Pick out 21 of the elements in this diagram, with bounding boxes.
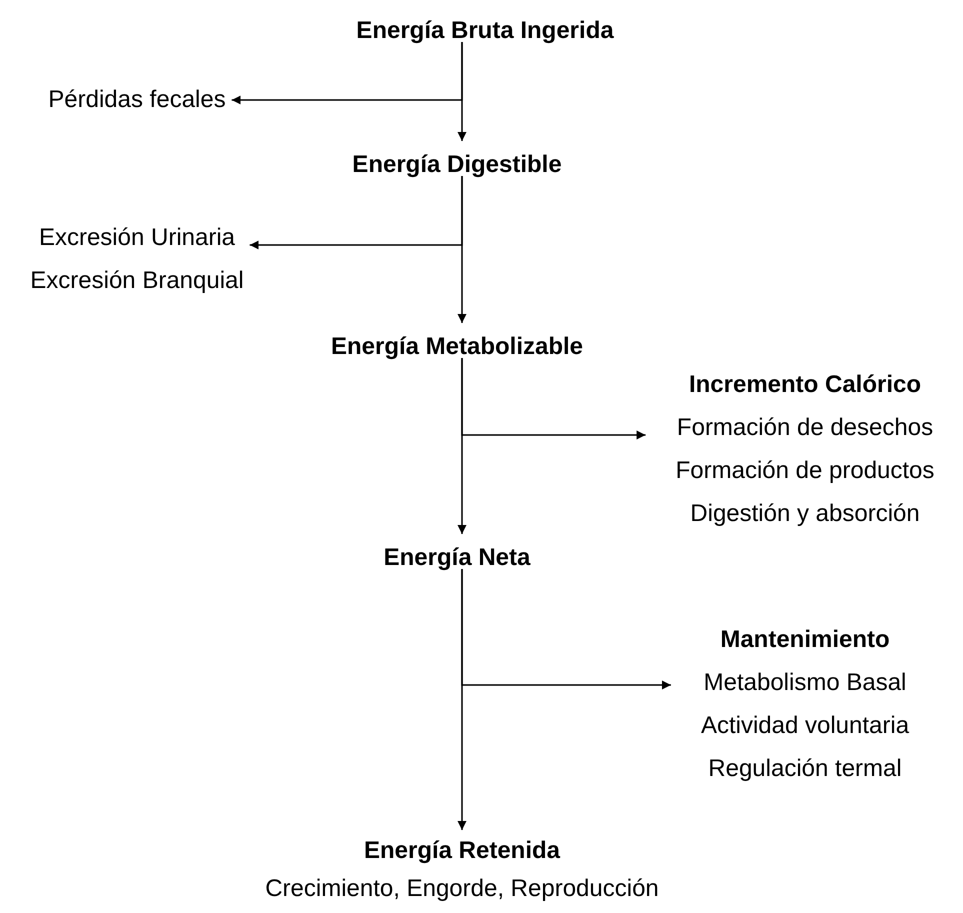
stage-title: Energía Neta [384,543,530,573]
arrow [461,569,671,690]
item-text: Excresión Branquial [30,266,244,296]
item-text: Formación de desechos [676,413,934,443]
arrow [461,358,646,440]
stage-title: Energía Metabolizable [330,332,584,362]
item-text: Excresión Urinaria [38,223,236,253]
item-text: Actividad voluntaria [700,711,910,741]
stage-title: Mantenimiento [719,625,891,655]
item-text: Regulación termal [707,754,903,784]
stage-title: Energía Bruta Ingerida [356,16,614,46]
stage-title: Incremento Calórico [688,370,922,400]
stage-title: Energía Retenida [362,836,562,866]
arrow [232,42,463,104]
arrow [250,176,463,250]
item-text: Digestión y absorción [689,499,921,529]
item-text: Formación de productos [676,456,934,486]
stage-title: Energía Digestible [352,150,562,180]
item-text: Pérdidas fecales [48,85,226,115]
item-text: Metabolismo Basal [702,668,908,698]
item-text: Crecimiento, Engorde, Reproducción [265,874,659,904]
